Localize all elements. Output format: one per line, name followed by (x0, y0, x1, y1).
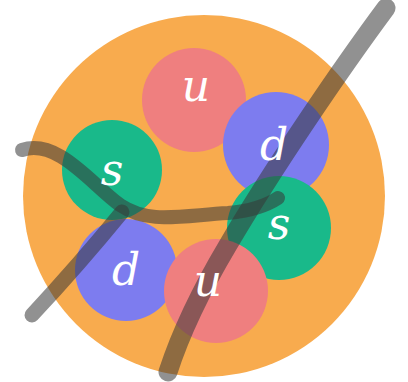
quark-circle: s (62, 120, 162, 220)
quark-circle: d (75, 219, 177, 321)
quark-label: d (112, 248, 140, 292)
quark-label: u (182, 64, 210, 108)
quark-label: d (260, 123, 288, 167)
hadron-circle (23, 15, 385, 377)
brush-stroke (168, 8, 386, 372)
quark-label: s (101, 148, 124, 192)
quark-label: s (268, 202, 291, 246)
quark-label: u (194, 259, 222, 303)
brush-stroke (22, 148, 278, 217)
brush-stroke (32, 212, 122, 315)
quark-circle: u (164, 239, 268, 343)
